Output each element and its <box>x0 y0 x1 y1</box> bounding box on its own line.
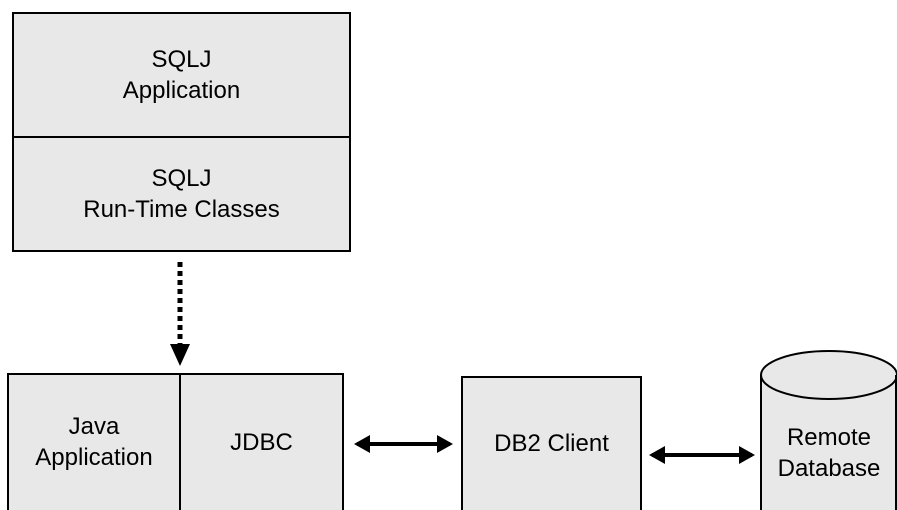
db2-client-box <box>461 376 642 510</box>
dotted-arrow-head <box>170 344 190 366</box>
database-top-ellipse <box>760 350 897 400</box>
java-jdbc-box <box>7 373 344 510</box>
jdbc-client-right-arrow-head <box>437 435 453 453</box>
jdbc-client-left-arrow-head <box>354 435 370 453</box>
client-database-left-arrow-head <box>649 446 665 464</box>
database-body-fill <box>761 375 897 510</box>
client-database-right-arrow-head <box>739 446 755 464</box>
sqlj-stack-box <box>12 12 351 252</box>
